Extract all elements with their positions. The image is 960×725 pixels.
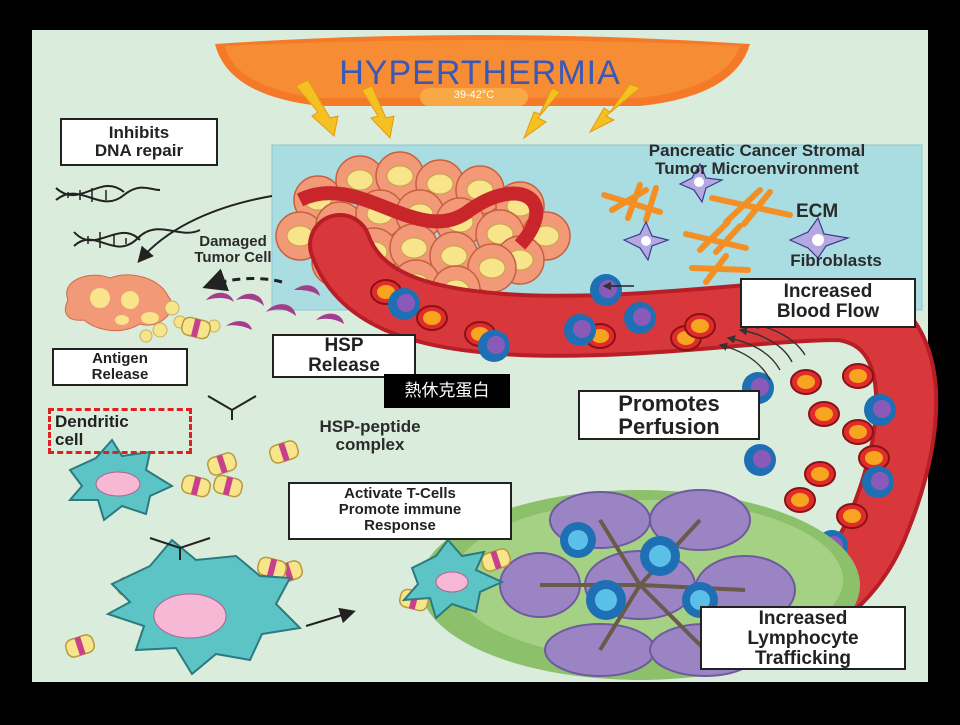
tumor-cell-nucleus (426, 173, 454, 195)
damaged-line-2: Tumor Cell (194, 248, 272, 266)
label-increased-blood-flow: Increased Blood Flow (740, 278, 916, 328)
lymphocyte-line-2: Lymphocyte (747, 627, 859, 649)
inhibits-line-2: DNA repair (94, 140, 184, 160)
hsp-peptide-complex (180, 316, 212, 340)
label-inhibits-dna-repair: Inhibits DNA repair (60, 118, 218, 166)
red-blood-cell-center (691, 319, 709, 333)
perfusion-line-2: Perfusion (618, 414, 720, 440)
temp-badge (420, 88, 528, 106)
lymphocyte-nucleus (487, 336, 505, 354)
tumor-cell-nucleus (486, 223, 514, 245)
dendritic-line-2: cell (55, 429, 84, 449)
dendritic-cell-activated (401, 538, 505, 620)
process-arrows (137, 195, 634, 627)
heat-arrows (295, 79, 641, 140)
hsp-line-1: HSP (324, 335, 364, 356)
red-blood-cell-center (423, 311, 441, 325)
label-fibroblasts: Fibroblasts (790, 251, 882, 270)
perfusion-line-1: Promotes (618, 391, 720, 416)
tumor-cell-nucleus (440, 245, 468, 267)
label-antigen-release: Antigen Release (52, 348, 188, 386)
label-lymphocyte-trafficking: Increased Lymphocyte Trafficking (700, 606, 906, 670)
red-blood-cell-center (865, 451, 883, 465)
red-blood-cell-center (791, 493, 809, 507)
chinese-caption: 熱休克蛋白 (384, 374, 510, 408)
stroma-line-1: Pancreatic Cancer Stromal (648, 141, 866, 160)
damaged-tumor-cell (64, 274, 221, 343)
dna-helix-icon (55, 185, 201, 248)
label-ecm: ECM (796, 201, 839, 222)
hsp-peptide-complex (268, 440, 300, 464)
hsp-proteins (206, 285, 344, 330)
lymphocyte-nucleus (599, 280, 617, 298)
lymphocyte-nucleus (753, 450, 771, 468)
tumor-cell-nucleus (346, 169, 374, 191)
hsp-line-2: Release (308, 354, 380, 376)
activate-line-1: Activate T-Cells (344, 485, 456, 502)
red-blood-cell-center (849, 369, 867, 383)
lymphocyte-nucleus (573, 320, 591, 338)
red-blood-cell-center (811, 467, 829, 481)
hsp-peptide-complex (480, 548, 512, 572)
label-hsp-peptide-complex: HSP-peptide complex (280, 418, 460, 454)
label-dendritic-cell: Dendritic cell (48, 408, 192, 454)
label-promotes-perfusion: Promotes Perfusion (578, 390, 760, 440)
dendritic-cell-small (67, 438, 175, 522)
tumor-cell-nucleus (478, 257, 506, 279)
stroma-line-2: Tumor Microenvironment (655, 158, 859, 178)
temperature-range: 39-42°C (453, 89, 495, 101)
lymphocyte-line-3: Trafficking (754, 647, 852, 669)
dendritic-line-1: Dendritic (55, 412, 129, 431)
antigen-line-1: Antigen (92, 350, 148, 367)
tumor-cell-nucleus (400, 237, 428, 259)
flow-arrows (718, 321, 806, 381)
hsp-peptide-complex (212, 474, 244, 498)
hyperthermia-title: HYPERTHERMIA (339, 54, 621, 92)
tumor-cell-nucleus (386, 165, 414, 187)
lymphocyte-nucleus (633, 308, 651, 326)
damaged-line-1: Damaged (199, 233, 267, 250)
fibroblast-cells (622, 162, 851, 262)
red-blood-cell-center (843, 509, 861, 523)
lymphocyte-nucleus (873, 400, 891, 418)
label-activate-t-cells: Activate T-Cells Promote immune Response (288, 482, 512, 540)
antigen-line-2: Release (91, 365, 149, 383)
red-blood-cell-center (849, 425, 867, 439)
label-damaged-tumor-cell: Damaged Tumor Cell (158, 234, 308, 266)
lymphocyte-line-1: Increased (758, 608, 848, 629)
label-stroma: Pancreatic Cancer Stromal Tumor Microenv… (596, 142, 918, 178)
lymphocyte-nucleus (871, 472, 889, 490)
dendritic-cell-large (105, 538, 303, 676)
blood-flow-line-1: Increased (783, 281, 873, 302)
hsp-peptide-complex (206, 452, 238, 476)
activate-line-2: Promote immune (338, 500, 462, 518)
label-hsp-release: HSP Release (272, 334, 416, 378)
hsp-peptide-line-2: complex (335, 434, 405, 454)
inhibits-line-1: Inhibits (108, 123, 170, 142)
red-blood-cell-center (797, 375, 815, 389)
blood-flow-line-2: Blood Flow (776, 300, 880, 322)
ecm-fibers (601, 182, 793, 285)
hsp-peptide-line-1: HSP-peptide (319, 417, 421, 436)
activate-line-3: Response (364, 516, 436, 534)
red-blood-cell-center (815, 407, 833, 421)
hsp-peptide-complex (64, 634, 96, 658)
tumor-vessel-branch (296, 186, 544, 250)
lymphocyte-nucleus (397, 294, 415, 312)
hsp-peptide-complex (180, 474, 212, 498)
